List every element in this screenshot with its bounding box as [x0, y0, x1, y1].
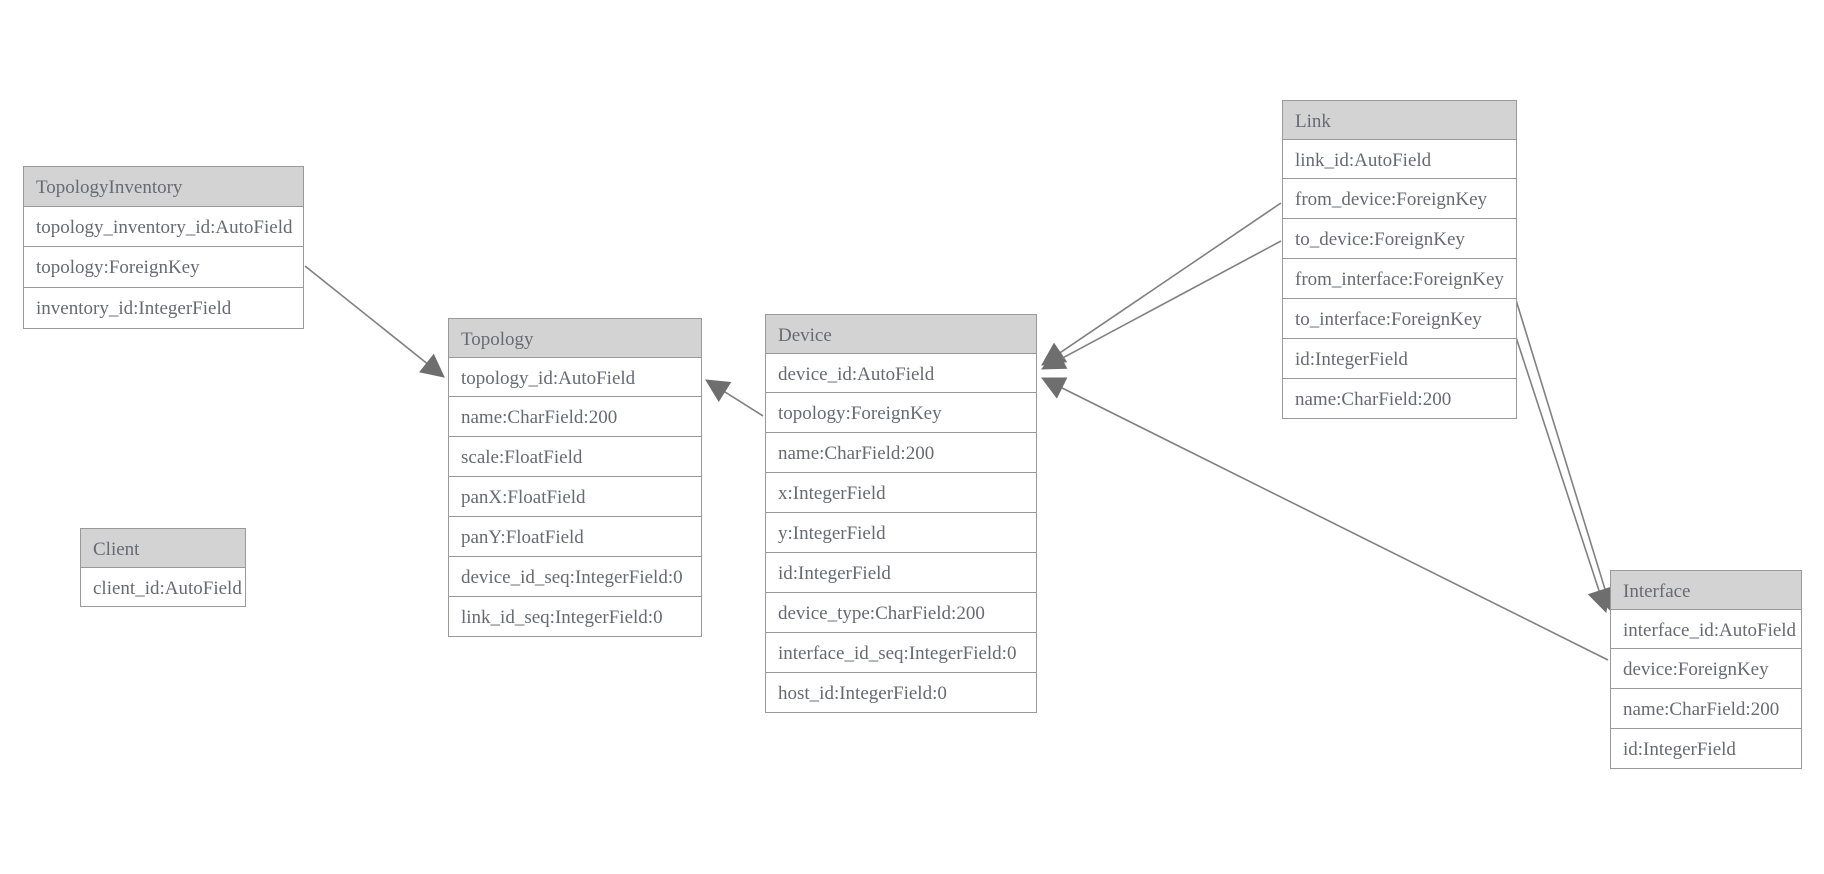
entity-field-row[interactable]: scale:FloatField [448, 437, 702, 477]
relationship-line [1511, 286, 1610, 601]
relationship-line [1052, 382, 1609, 661]
entity-field-row[interactable]: name:CharField:200 [1610, 689, 1802, 729]
entity-field-row[interactable]: from_interface:ForeignKey [1282, 259, 1517, 299]
entity-field-row[interactable]: topology:ForeignKey [23, 247, 304, 288]
entity-field-row[interactable]: id:IntegerField [1610, 729, 1802, 769]
entity-title-topology: Topology [448, 318, 702, 358]
entity-field-row[interactable]: to_interface:ForeignKey [1282, 299, 1517, 339]
relationship-device-topology[interactable] [705, 379, 764, 417]
entity-field-row[interactable]: host_id:IntegerField:0 [765, 673, 1037, 713]
entity-title-device: Device [765, 314, 1037, 354]
relationship-line [1052, 240, 1282, 364]
entity-field-row[interactable]: name:CharField:200 [765, 433, 1037, 473]
relationship-line [715, 385, 764, 417]
relationship-topologyinventory-topology[interactable] [304, 265, 445, 378]
entity-field-row[interactable]: interface_id_seq:IntegerField:0 [765, 633, 1037, 673]
relationship-link-to-interface[interactable] [1511, 324, 1611, 614]
entity-field-row[interactable]: from_device:ForeignKey [1282, 179, 1517, 219]
entity-field-row[interactable]: device:ForeignKey [1610, 649, 1802, 689]
arrowhead-icon [1587, 586, 1611, 614]
entity-field-row[interactable]: device_id:AutoField [765, 353, 1037, 393]
relationship-line [1051, 202, 1282, 359]
entity-field-row[interactable]: name:CharField:200 [448, 397, 702, 437]
relationship-link-from-device[interactable] [1041, 202, 1282, 366]
entity-title-topologyinventory: TopologyInventory [23, 166, 304, 207]
arrowhead-icon [1040, 377, 1068, 399]
entity-field-row[interactable]: topology_inventory_id:AutoField [23, 206, 304, 247]
relationship-line [1511, 324, 1603, 601]
entity-field-row[interactable]: interface_id:AutoField [1610, 609, 1802, 649]
arrowhead-icon [705, 379, 732, 402]
entity-field-row[interactable]: device_type:CharField:200 [765, 593, 1037, 633]
relationship-link-to-device[interactable] [1041, 240, 1282, 370]
entity-field-row[interactable]: link_id_seq:IntegerField:0 [448, 597, 702, 637]
entity-field-row[interactable]: device_id_seq:IntegerField:0 [448, 557, 702, 597]
entity-field-row[interactable]: id:IntegerField [1282, 339, 1517, 379]
entity-field-row[interactable]: id:IntegerField [765, 553, 1037, 593]
entity-field-row[interactable]: to_device:ForeignKey [1282, 219, 1517, 259]
entity-field-row[interactable]: panX:FloatField [448, 477, 702, 517]
relationship-link-from-interface[interactable] [1511, 286, 1617, 614]
entity-field-row[interactable]: x:IntegerField [765, 473, 1037, 513]
entity-title-client: Client [80, 528, 246, 568]
entity-field-row[interactable]: name:CharField:200 [1282, 379, 1517, 419]
relationship-interface-device[interactable] [1040, 377, 1609, 661]
entity-field-row[interactable]: inventory_id:IntegerField [23, 288, 304, 329]
entity-field-row[interactable]: panY:FloatField [448, 517, 702, 557]
entity-field-row[interactable]: topology:ForeignKey [765, 393, 1037, 433]
entity-field-row[interactable]: link_id:AutoField [1282, 139, 1517, 179]
entity-field-row[interactable]: y:IntegerField [765, 513, 1037, 553]
relationship-line [304, 265, 436, 371]
arrowhead-icon [1041, 347, 1068, 370]
entity-field-row[interactable]: topology_id:AutoField [448, 357, 702, 397]
entity-title-interface: Interface [1610, 570, 1802, 610]
arrowhead-icon [419, 353, 445, 378]
entity-field-row[interactable]: client_id:AutoField [80, 567, 246, 607]
arrowhead-icon [1041, 342, 1068, 366]
entity-title-link: Link [1282, 100, 1517, 140]
